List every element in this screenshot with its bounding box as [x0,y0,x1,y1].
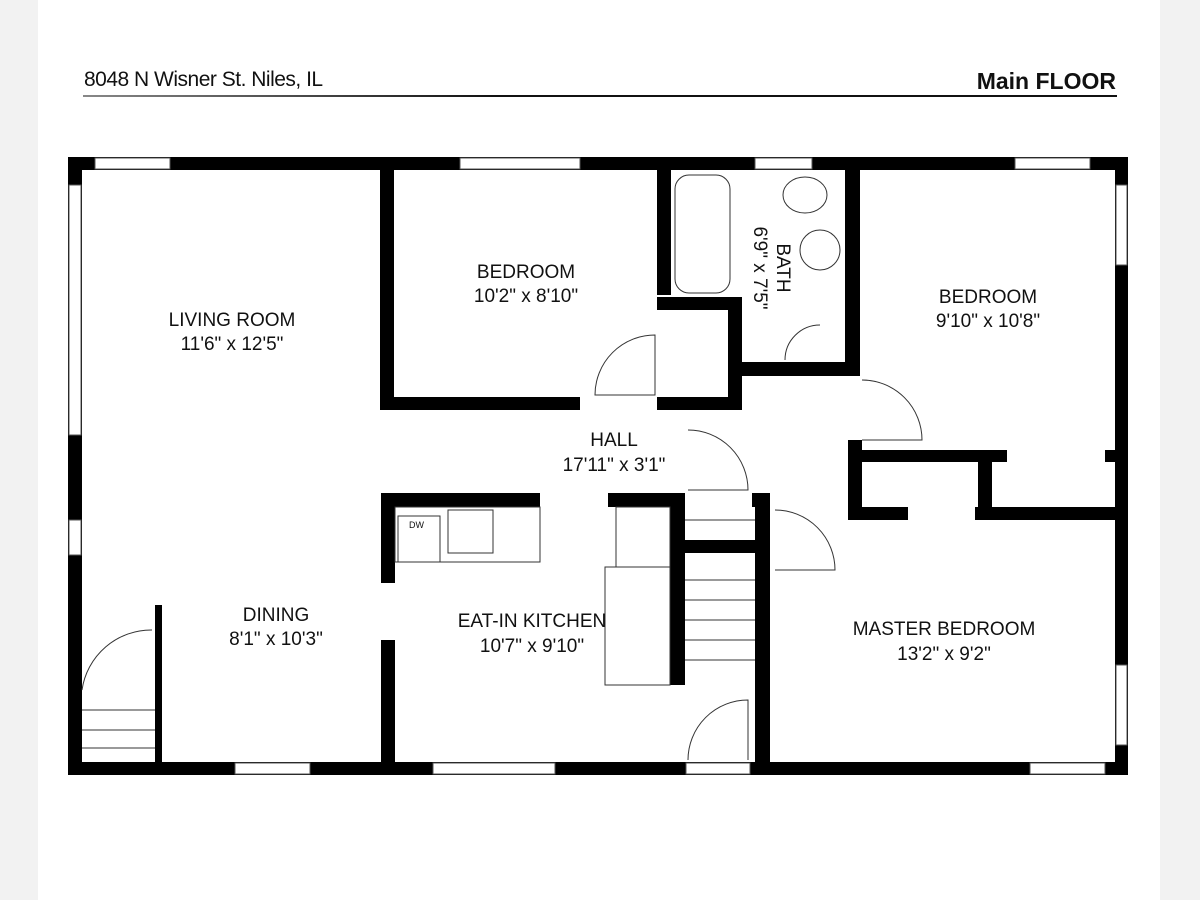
door-swing-bed1 [594,334,656,396]
kitchen-counter [394,506,541,563]
bathtub [674,174,731,294]
walls [68,157,1128,775]
bath-sink [799,229,841,271]
bedroom2-name: BEDROOM [939,287,1037,308]
counter-right [604,566,671,686]
hall-dims: 17'11" x 3'1" [563,455,666,476]
bedroom1-dims: 10'2" x 8'10" [474,286,578,307]
hall-name: HALL [590,430,638,451]
dining-name: DINING [243,605,310,626]
room-labels: LIVING ROOM 11'6" x 12'5" BEDROOM 10'2" … [169,226,1040,665]
kitchen-dims: 10'7" x 9'10" [480,636,584,657]
bath-name: BATH [772,243,793,292]
fixtures [81,174,923,761]
stairs [82,519,755,749]
door-swing-bath [784,324,821,361]
bath-dims: 6'9" x 7'5" [749,226,770,309]
door-swing-front [81,629,153,691]
door-swing-hall [687,429,749,491]
kitchen-name: EAT-IN KITCHEN [458,611,607,632]
living-room-dims: 11'6" x 12'5" [181,334,284,355]
header-rule [83,95,1117,97]
dishwasher [397,515,441,563]
property-address: 8048 N Wisner St. Niles, IL [84,68,323,91]
master-bedroom-name: MASTER BEDROOM [853,619,1036,640]
master-bedroom-dims: 13'2" x 9'2" [897,644,991,665]
door-swing-back [687,699,749,761]
stove [615,506,671,568]
floor-title: Main FLOOR [976,68,1116,94]
door-swing-master [774,509,836,571]
bedroom2-dims: 9'10" x 10'8" [936,311,1040,332]
living-room-name: LIVING ROOM [169,310,296,331]
toilet [782,176,828,214]
dishwasher-label: DW [409,520,424,530]
bedroom1-name: BEDROOM [477,262,575,283]
door-swing-bed2 [861,379,923,441]
dining-dims: 8'1" x 10'3" [229,629,323,650]
kitchen-sink [447,509,494,554]
windows [68,157,1128,775]
